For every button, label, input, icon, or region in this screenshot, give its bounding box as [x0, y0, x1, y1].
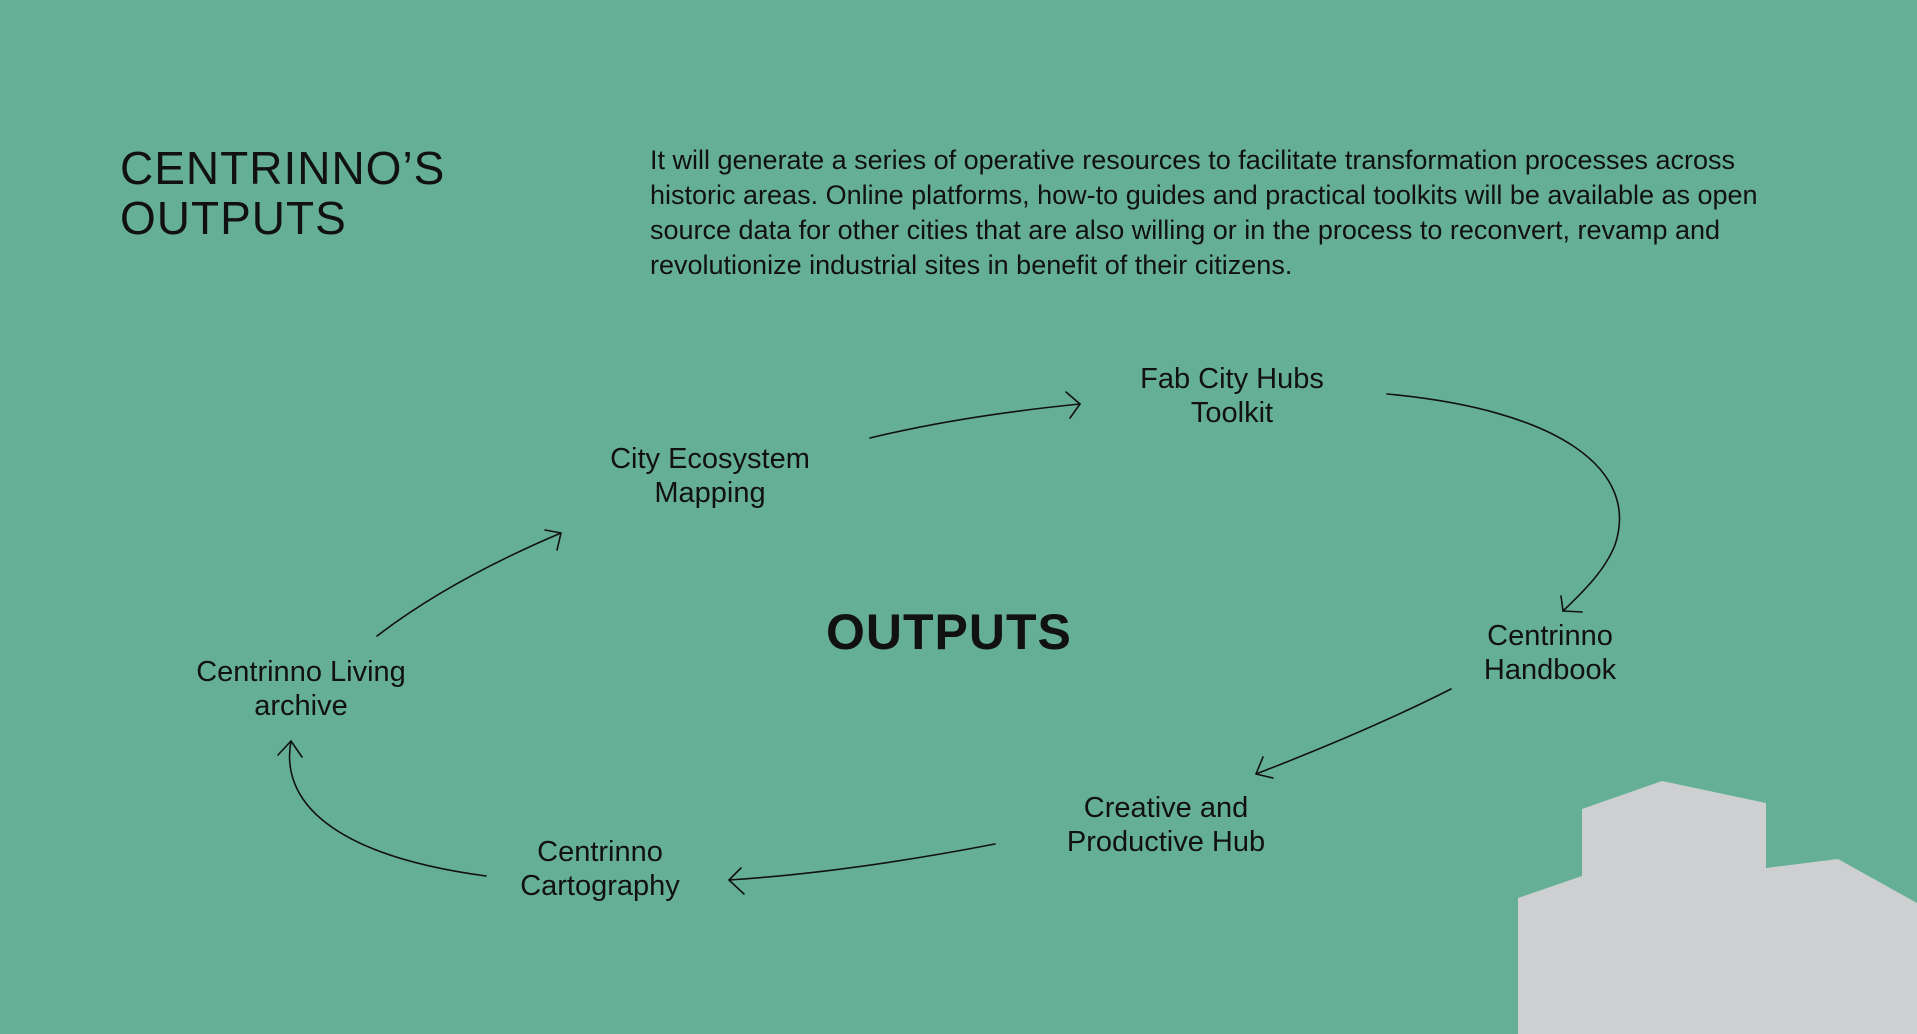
intro-paragraph: It will generate a series of operative r… — [650, 145, 1758, 280]
node-label-line-1: Creative and — [1083, 792, 1249, 824]
node-label-line-2: Cartography — [520, 870, 680, 902]
arrow-hub-to-cartography — [728, 843, 996, 881]
arrow-mapping-to-toolkit — [869, 403, 1081, 439]
node-label-line-2: Toolkit — [1190, 397, 1274, 429]
diagram-center-label: OUTPUTS — [826, 604, 1072, 660]
node-centrinno-living-archive: Centrinno Living archive — [171, 655, 431, 723]
arrow-cartography-to-archive — [288, 740, 487, 877]
arrow-archive-to-mapping — [376, 532, 562, 637]
node-label-line-2: Handbook — [1483, 654, 1617, 686]
node-creative-productive-hub: Creative and Productive Hub — [1046, 791, 1286, 859]
node-label-line-1: Centrinno — [1487, 620, 1613, 652]
arrow-handbook-to-hub — [1255, 688, 1452, 775]
arrowhead-cartography-to-archive — [277, 740, 303, 758]
page-title-line-1: CENTRINNO’S — [120, 142, 446, 194]
arrow-toolkit-to-handbook — [1386, 393, 1621, 612]
page-title-line-2: OUTPUTS — [120, 192, 347, 244]
arrowhead-archive-to-mapping — [544, 529, 562, 551]
arrowhead-toolkit-to-handbook — [1560, 595, 1583, 613]
node-centrinno-cartography: Centrinno Cartography — [500, 835, 700, 903]
node-city-ecosystem-mapping: City Ecosystem Mapping — [590, 442, 830, 510]
building-silhouette-icon — [1518, 781, 1917, 1034]
node-label-line-1: Centrinno Living — [196, 656, 406, 688]
node-label-line-1: City Ecosystem — [610, 443, 810, 475]
arrowhead-handbook-to-hub — [1255, 756, 1274, 779]
node-centrinno-handbook: Centrinno Handbook — [1460, 619, 1640, 687]
node-label-line-2: Mapping — [654, 477, 766, 509]
node-label-line-2: Productive Hub — [1066, 826, 1266, 858]
node-label-line-1: Fab City Hubs — [1140, 363, 1324, 395]
node-fab-city-hubs-toolkit: Fab City Hubs Toolkit — [1122, 362, 1342, 430]
node-label-line-1: Centrinno — [537, 836, 663, 868]
page-title: CENTRINNO’S OUTPUTS — [120, 143, 520, 243]
node-label-line-2: archive — [254, 690, 348, 722]
arrowhead-hub-to-cartography — [728, 867, 745, 895]
arrowhead-mapping-to-toolkit — [1065, 391, 1081, 419]
